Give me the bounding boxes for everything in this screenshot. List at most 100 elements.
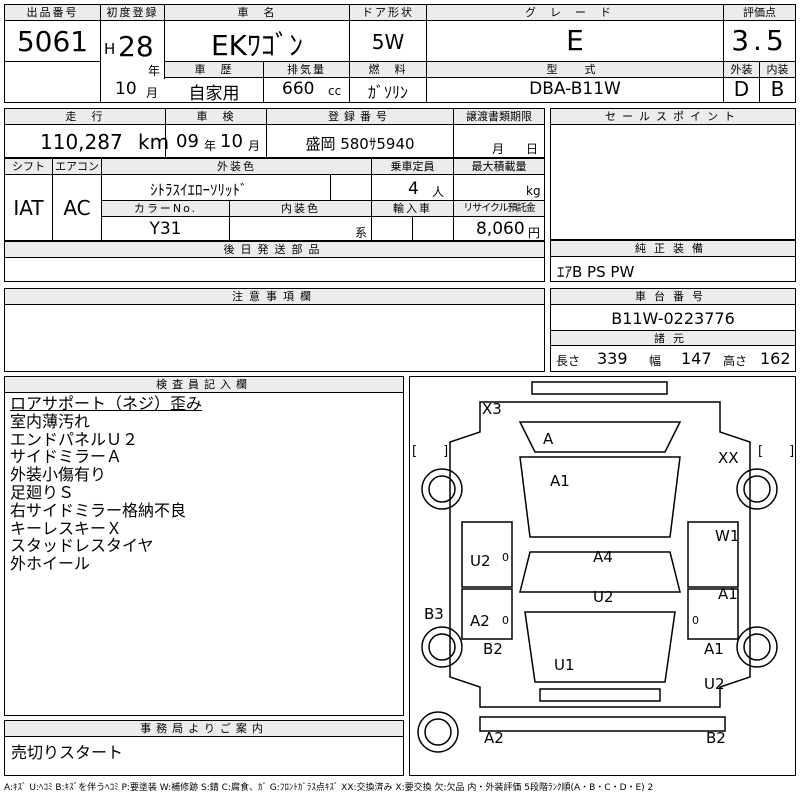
first-reg-era: H bbox=[104, 40, 116, 58]
hood bbox=[524, 611, 676, 683]
inspector-box: 検査員記入欄 ロアサポート（ネジ）歪み 室内薄汚れ エンドパネルＵ２ サイドミラ… bbox=[4, 376, 404, 716]
grille bbox=[539, 688, 661, 702]
car-name-label: 車 名 bbox=[165, 5, 349, 21]
max-load-label: 最大積載量 bbox=[454, 159, 544, 175]
rear-bumper-top bbox=[531, 381, 668, 395]
damage-mark: U2 bbox=[593, 588, 614, 606]
damage-mark: X3 bbox=[482, 400, 502, 418]
inspector-note: 外装小傷有り bbox=[10, 465, 107, 485]
spare-wheel bbox=[417, 711, 459, 753]
first-reg-month: 10 bbox=[115, 79, 137, 99]
inspector-note: ロアサポート（ネジ）歪み bbox=[10, 394, 203, 413]
interior-score-label: 内装 bbox=[760, 62, 795, 78]
aircon-value: AC bbox=[63, 196, 91, 220]
damage-mark: B3 bbox=[424, 605, 444, 623]
bracket-left: [ ] bbox=[412, 444, 449, 459]
left-rear-door bbox=[461, 521, 513, 588]
left-rear-wheel bbox=[421, 468, 463, 510]
caution-box: 注意事項欄 bbox=[4, 288, 545, 372]
height-label: 高さ bbox=[723, 354, 748, 368]
damage-mark: A2 bbox=[470, 612, 490, 630]
car-outline-svg bbox=[417, 381, 778, 753]
exterior-score-value: D bbox=[733, 77, 750, 101]
left-front-wheel bbox=[421, 626, 463, 668]
score-value: 3.5 bbox=[731, 24, 788, 57]
interior-score-value: B bbox=[770, 77, 785, 101]
spec-block bbox=[4, 158, 545, 241]
later-parts-box: 後日発送部品 bbox=[4, 241, 545, 282]
inspector-note: 右サイドミラー格納不良 bbox=[10, 500, 187, 520]
inspection-year: 09 bbox=[176, 131, 199, 152]
damage-mark: A1 bbox=[704, 640, 724, 658]
displacement-label: 排気量 bbox=[264, 62, 349, 78]
equipment-label: 純正装備 bbox=[551, 241, 795, 257]
dimensions-label: 諸元 bbox=[551, 330, 795, 346]
model-value: DBA-B11W bbox=[529, 79, 621, 99]
right-front-door bbox=[687, 588, 739, 640]
inspection-month: 10 bbox=[220, 131, 243, 152]
rear-window bbox=[518, 421, 682, 453]
equipment-value: ｴｱB PS PW bbox=[557, 263, 635, 281]
transfer-doc-day-unit: 日 bbox=[526, 142, 539, 156]
length-label: 長さ bbox=[556, 354, 581, 368]
right-rear-door bbox=[687, 521, 739, 588]
mileage-value: 110,287 bbox=[40, 130, 123, 154]
mileage-label: 走 行 bbox=[5, 109, 165, 125]
inspector-note: 足廻りＳ bbox=[10, 482, 75, 502]
top-block bbox=[4, 4, 796, 103]
office-value: 売切りスタート bbox=[11, 743, 124, 762]
inspector-note: キーレスキーＸ bbox=[10, 518, 123, 538]
lot-no-label: 出品番号 bbox=[5, 5, 100, 21]
ext-color-label: 外装色 bbox=[102, 159, 371, 175]
damage-mark: A4 bbox=[593, 548, 613, 566]
sales-point-label: セールスポイント bbox=[551, 109, 795, 125]
inspector-notes: ロアサポート（ネジ）歪み 室内薄汚れ エンドパネルＵ２ サイドミラーＡ 外装小傷… bbox=[10, 395, 202, 573]
score-label: 評価点 bbox=[724, 5, 795, 21]
bracket-right: [ ] bbox=[758, 444, 795, 459]
equipment-box: 純正装備 ｴｱB PS PW bbox=[550, 240, 796, 282]
lot-no-value: 5061 bbox=[16, 25, 89, 58]
history-value: 自家用 bbox=[188, 84, 240, 104]
damage-mark: U2 bbox=[470, 552, 491, 570]
inspector-label: 検査員記入欄 bbox=[5, 377, 403, 393]
mileage-unit: km bbox=[138, 130, 170, 154]
damage-mark: W1 bbox=[715, 527, 740, 545]
width-value: 147 bbox=[681, 349, 712, 368]
ext-color-value: ｼﾄﾗｽｲｴﾛｰｿﾘｯﾄﾞ bbox=[150, 181, 248, 199]
color-no-value: Y31 bbox=[149, 219, 182, 239]
body-outline bbox=[449, 401, 751, 708]
capacity-unit: 人 bbox=[432, 185, 445, 199]
damage-mark: 0 bbox=[502, 614, 509, 627]
capacity-value: 4 bbox=[408, 179, 419, 199]
right-rear-wheel bbox=[736, 468, 778, 510]
sales-point-box: セールスポイント bbox=[550, 108, 796, 240]
plate-value: 盛岡 580ｻ5940 bbox=[305, 135, 415, 153]
windshield bbox=[519, 551, 681, 593]
width-label: 幅 bbox=[649, 354, 662, 368]
chassis-box: 車台番号 B11W-0223776 諸元 長さ 339 幅 147 高さ 162 bbox=[550, 288, 796, 372]
first-reg-year-unit: 年 bbox=[148, 64, 161, 78]
first-reg-label: 初度登録 bbox=[101, 5, 164, 21]
plate-label: 登録番号 bbox=[267, 109, 453, 125]
damage-mark: A2 bbox=[484, 729, 504, 747]
damage-mark: U2 bbox=[704, 675, 725, 693]
first-reg-year: 28 bbox=[118, 30, 154, 63]
inspector-note: スタッドレスタイヤ bbox=[10, 536, 154, 556]
recycle-label: リサイクル預託金 bbox=[454, 201, 544, 217]
inspection-month-unit: 月 bbox=[248, 139, 261, 153]
damage-mark: A1 bbox=[550, 472, 570, 490]
damage-mark: U1 bbox=[554, 656, 575, 674]
legend-footer: A:ｷｽﾞ U:ﾍｺﾐ B:ｷｽﾞを伴うﾍｺﾐ P:要塗装 W:補修跡 S:錆 … bbox=[4, 783, 654, 793]
damage-mark: 0 bbox=[502, 551, 509, 564]
transfer-doc-label: 譲渡書類期限 bbox=[454, 109, 544, 125]
recycle-unit: 円 bbox=[528, 226, 541, 240]
office-box: 事務局よりご案内 売切りスタート bbox=[4, 720, 404, 776]
color-no-label: カラーNo. bbox=[102, 201, 229, 217]
grade-value: E bbox=[566, 24, 584, 57]
int-color-label: 内装色 bbox=[230, 201, 371, 217]
inspector-note: 外ホイール bbox=[10, 554, 91, 574]
inspection-year-unit: 年 bbox=[204, 139, 217, 153]
inspector-note: エンドパネルＵ２ bbox=[10, 429, 139, 449]
chassis-value: B11W-0223776 bbox=[611, 309, 735, 328]
chassis-label: 車台番号 bbox=[551, 289, 795, 305]
